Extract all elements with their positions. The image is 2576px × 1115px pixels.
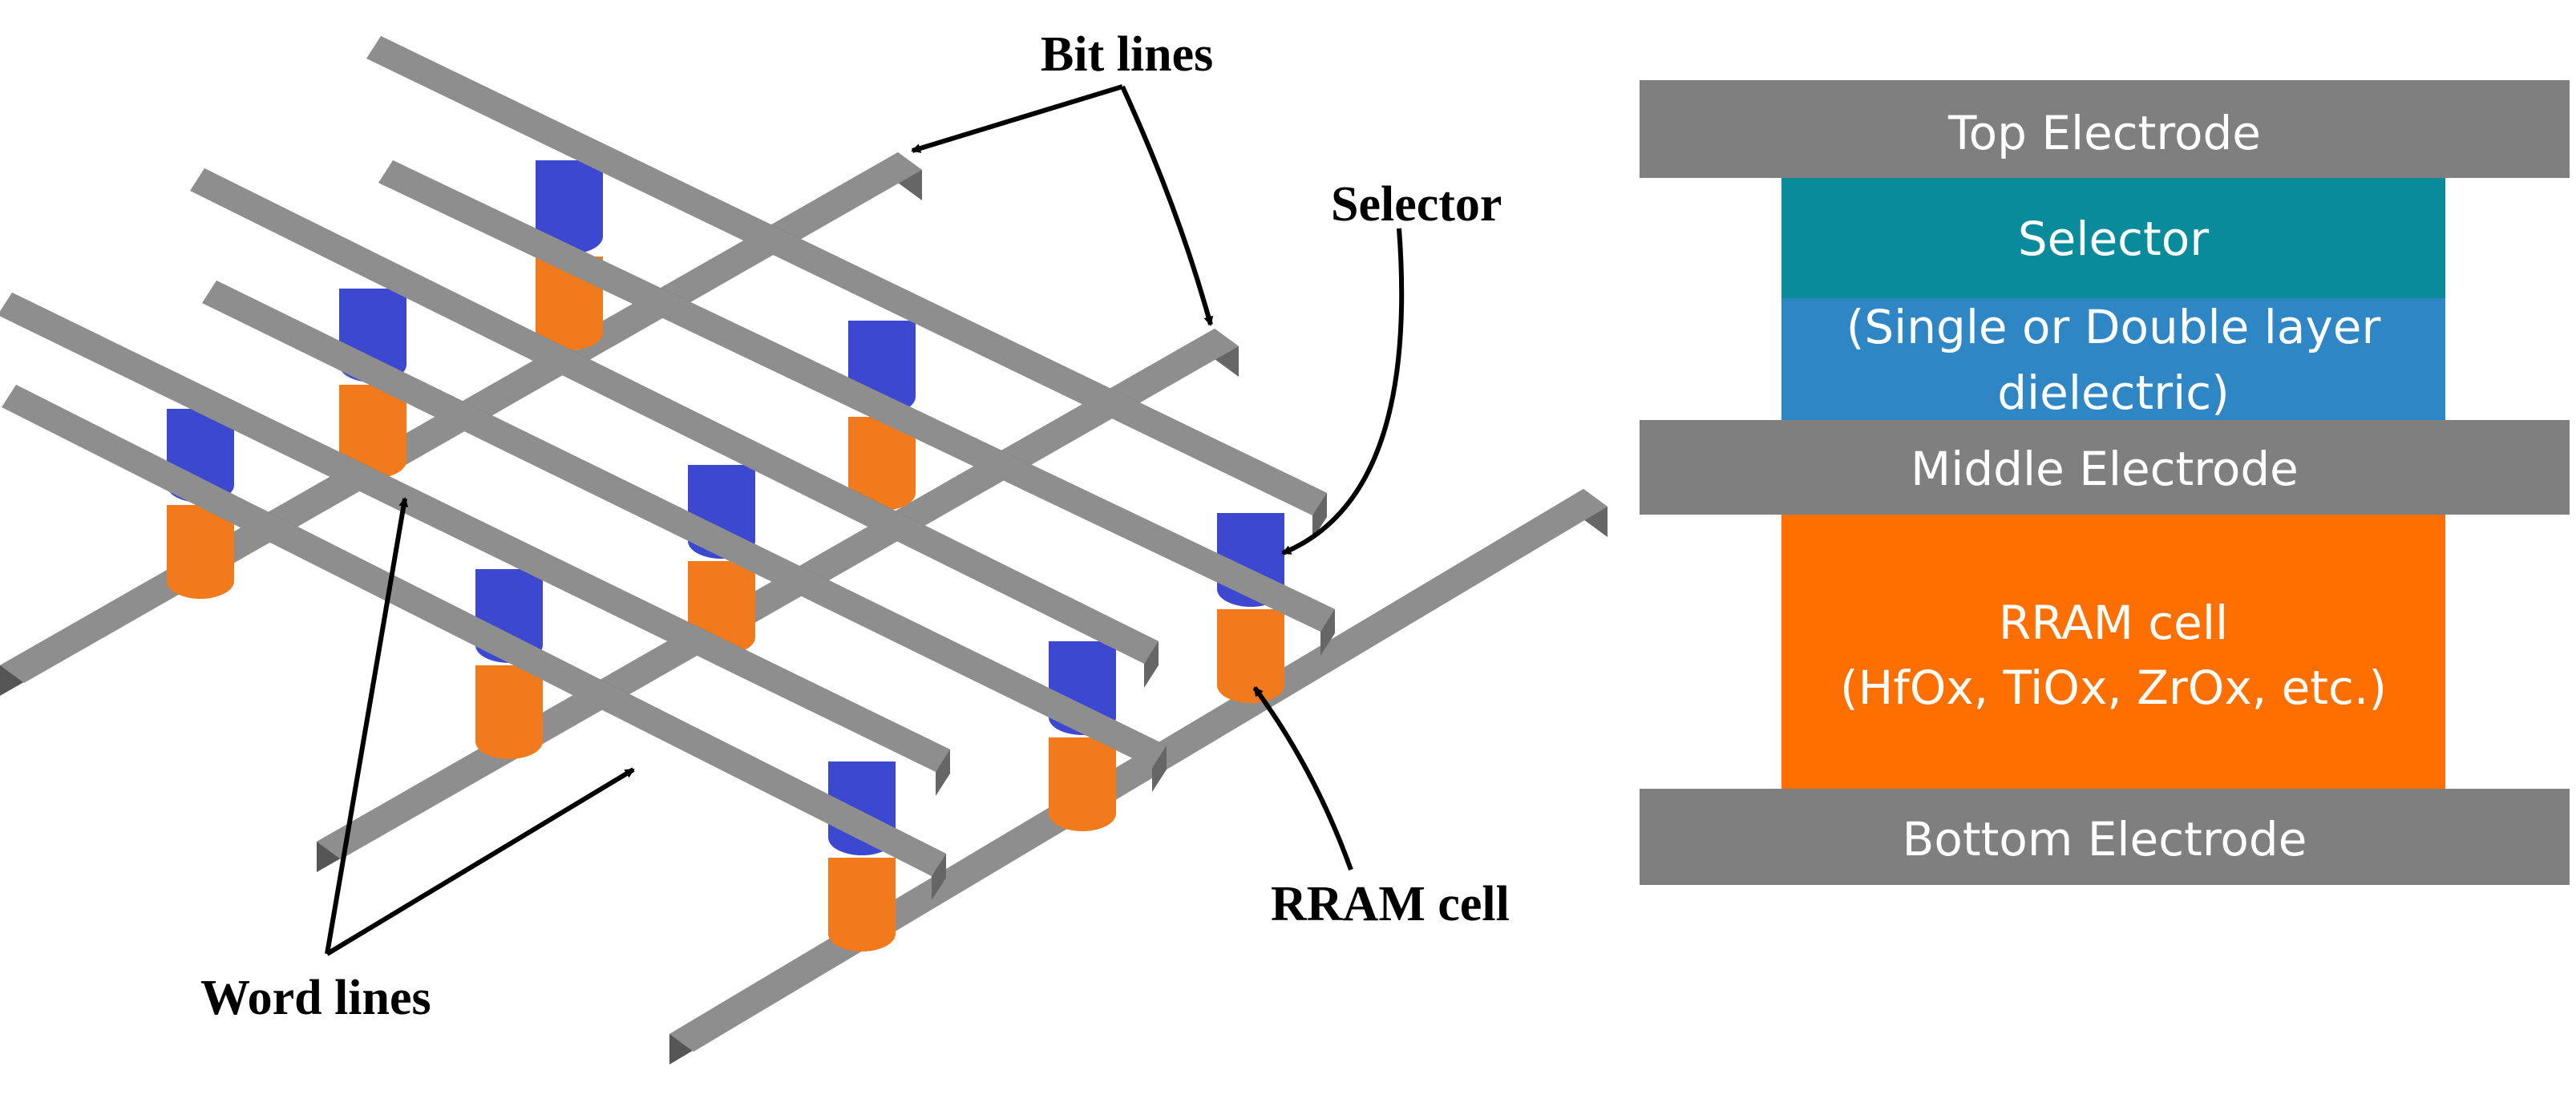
top-bar-6-top — [2, 385, 946, 876]
layer-selector-text: Selector — [2018, 212, 2209, 266]
top-bar-1-end — [1312, 493, 1327, 539]
rram-cell-shape — [1217, 609, 1284, 703]
layer-dielectric-text-1: (Single or Double layer — [1846, 300, 2381, 354]
layer-dielectric-block — [1781, 298, 2445, 420]
rram-cell-shape — [339, 385, 406, 479]
label-selector: Selector — [1331, 177, 1502, 232]
top-bar-4-end — [1152, 745, 1167, 792]
cell-pillar-9 — [828, 762, 896, 951]
layer-selector-block — [1781, 178, 2445, 298]
layer-bottom-electrode-text: Bottom Electrode — [1903, 812, 2307, 867]
label-arrows — [325, 84, 1405, 956]
layer-top-electrode-text: Top Electrode — [1947, 106, 2261, 160]
label-rram-cell: RRAM cell — [1271, 877, 1510, 931]
arrow-selector — [1281, 228, 1405, 555]
top-bar-1 — [366, 36, 1327, 539]
top-bar-6-end — [932, 854, 946, 900]
rram-cell-shape — [475, 665, 543, 759]
bottom-bar-3-top — [669, 489, 1607, 1052]
arrow-rram-cell — [1252, 686, 1353, 871]
layer-middle-electrode-text: Middle Electrode — [1911, 442, 2299, 496]
top-bar-2-end — [1320, 609, 1335, 656]
rram-cell-shape — [848, 417, 916, 511]
selector-shape — [536, 160, 603, 254]
rram-cell-shape — [828, 858, 896, 951]
rram-cell-shape — [1049, 737, 1116, 831]
rram-cell-shape — [167, 505, 234, 599]
top-bars — [0, 36, 1335, 900]
layer-top-electrode-block — [1640, 80, 2570, 178]
arrow-bit-lines-1 — [911, 84, 1123, 153]
top-bar-3-top — [190, 168, 1159, 664]
bottom-bar-3 — [669, 489, 1607, 1065]
layer-rram-text-2: (HfOx, TiOx, ZrOx, etc.) — [1840, 661, 2387, 715]
label-word-lines: Word lines — [200, 971, 431, 1025]
label-bit-lines: Bit lines — [1041, 27, 1213, 82]
layer-rram-text-1: RRAM cell — [1999, 596, 2228, 650]
top-bar-3 — [190, 168, 1159, 688]
arrow-word-lines-2 — [326, 767, 635, 956]
layer-bottom-electrode-block — [1640, 789, 2570, 885]
top-bar-1-top — [366, 36, 1327, 515]
top-bar-4 — [202, 281, 1167, 792]
top-bar-5-top — [0, 293, 950, 772]
top-bar-5 — [0, 293, 950, 796]
top-bar-5-end — [936, 749, 950, 796]
layer-rram-block — [1781, 515, 2445, 789]
layer-dielectric-text-2: dielectric) — [1997, 366, 2230, 420]
layer-middle-electrode-block — [1640, 420, 2570, 515]
arrow-word-lines-1 — [325, 497, 409, 955]
cell-pillar-7 — [167, 409, 234, 599]
top-bar-4-top — [202, 281, 1167, 768]
crossbar-array: Bit lines Selector RRAM cell Word lines — [0, 27, 1607, 1065]
arrow-bit-lines-2 — [1120, 85, 1214, 326]
top-bar-2-top — [378, 160, 1335, 632]
top-bar-2 — [378, 160, 1335, 656]
top-bar-3-end — [1144, 641, 1159, 688]
layer-stack: Top Electrode Selector (Single or Double… — [1640, 80, 2570, 885]
top-bar-6 — [2, 385, 946, 900]
